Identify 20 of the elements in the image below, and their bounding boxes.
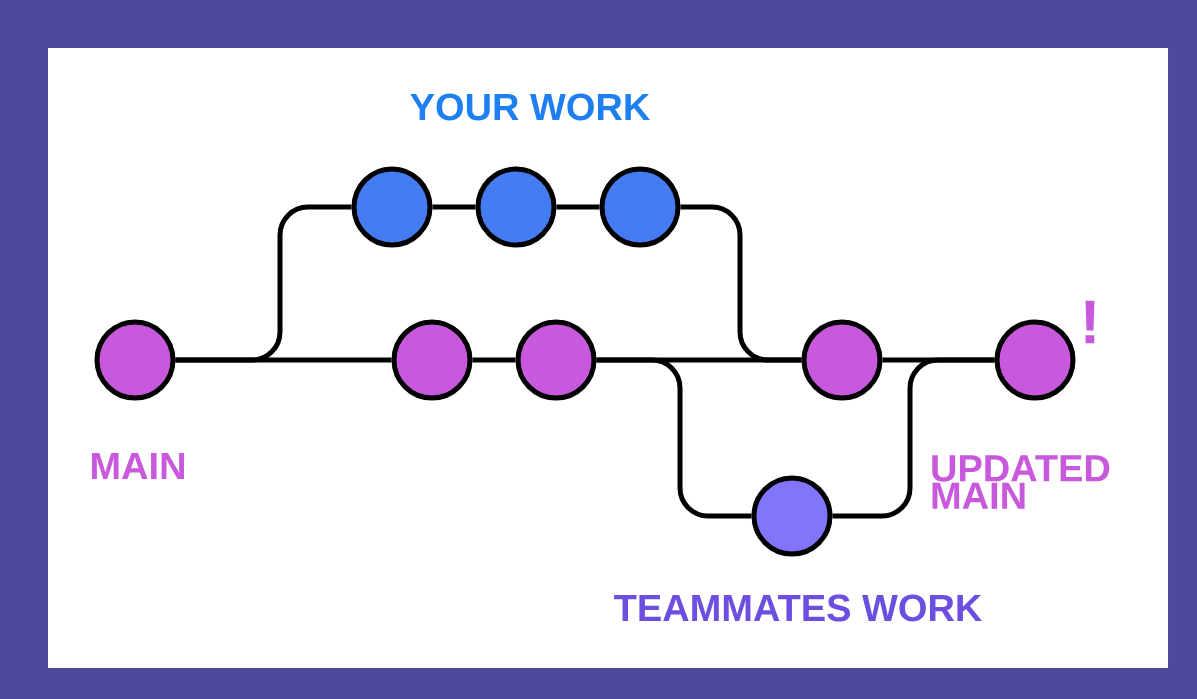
branch-label: TEAMMATES WORK: [614, 594, 982, 622]
commit-circle: [94, 319, 176, 401]
commit-circle: [475, 166, 557, 248]
branch-label: UPDATED MAIN: [932, 455, 1110, 509]
branch-line: [832, 357, 995, 519]
branch-label: YOUR WORK: [410, 93, 650, 121]
commit-circle: [515, 319, 597, 401]
commit-circle: [391, 319, 473, 401]
branch-line: [472, 357, 516, 363]
branch-label: !: [1085, 300, 1095, 344]
branch-line: [556, 204, 600, 210]
branch-line: [596, 357, 802, 363]
commit-circle: [801, 319, 883, 401]
commit-circle: [751, 475, 833, 557]
commit-circle: [599, 166, 681, 248]
branch-label: MAIN: [92, 452, 184, 480]
commit-circle: [351, 166, 433, 248]
branch-line: [175, 357, 392, 363]
commit-circle: [994, 319, 1076, 401]
branch-line: [432, 204, 476, 210]
